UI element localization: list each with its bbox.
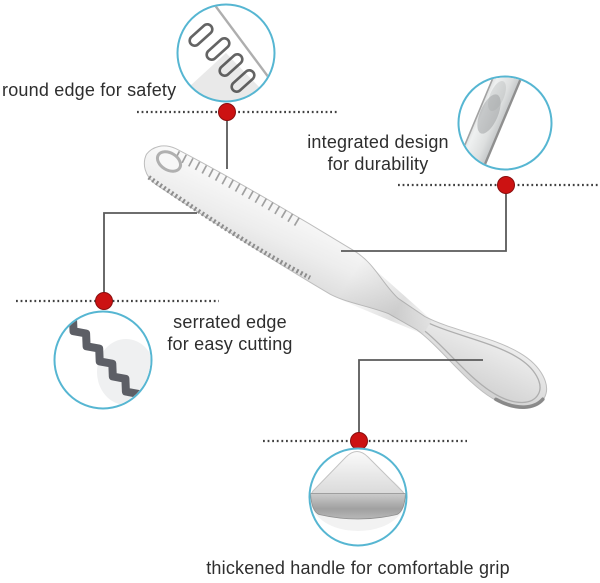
label-round-edge: round edge for safety [2, 80, 177, 100]
marker-dot [497, 176, 515, 194]
label-integrated-design: integrated design for durability [296, 131, 460, 175]
knife-serrated-edge [147, 175, 312, 280]
connector-round-edge [137, 103, 337, 169]
blade-neck-detail-icon [459, 77, 525, 169]
knife-neck-shading [337, 258, 432, 335]
knife-handle-end-rim [494, 397, 545, 409]
butter-knife-image [143, 145, 547, 409]
label-line: for easy cutting [167, 334, 293, 354]
knife-tip-hole [155, 150, 183, 173]
label-thickened-handle: thickened handle for comfortable grip [206, 558, 510, 578]
connector-integrated-design [341, 176, 598, 252]
label-line: serrated edge [173, 312, 287, 332]
serrated-strip-detail-icon [69, 314, 151, 405]
callout-circle-thickened-handle [308, 447, 408, 547]
pointer-line [103, 212, 197, 294]
marker-dot [218, 103, 236, 121]
callout-circle-round-edge [176, 3, 276, 103]
knife-handle-ridge [424, 322, 541, 404]
callout-circle-integrated-design [457, 75, 553, 171]
marker-dot [95, 292, 113, 310]
handle-cross-section-detail-icon [310, 451, 406, 531]
pointer-line [358, 359, 483, 434]
pointer-line [341, 192, 507, 252]
knife-body [143, 145, 547, 409]
callout-circle-serrated-edge [53, 310, 153, 410]
connector-serrated-edge [16, 212, 219, 310]
connector-thickened-handle [263, 359, 483, 450]
label-serrated-edge: serrated edge for easy cutting [156, 311, 304, 355]
label-line: integrated design [307, 132, 449, 152]
label-line: for durability [327, 154, 429, 174]
marker-dot [350, 432, 368, 450]
slotted-holes-detail-icon [188, 5, 274, 101]
